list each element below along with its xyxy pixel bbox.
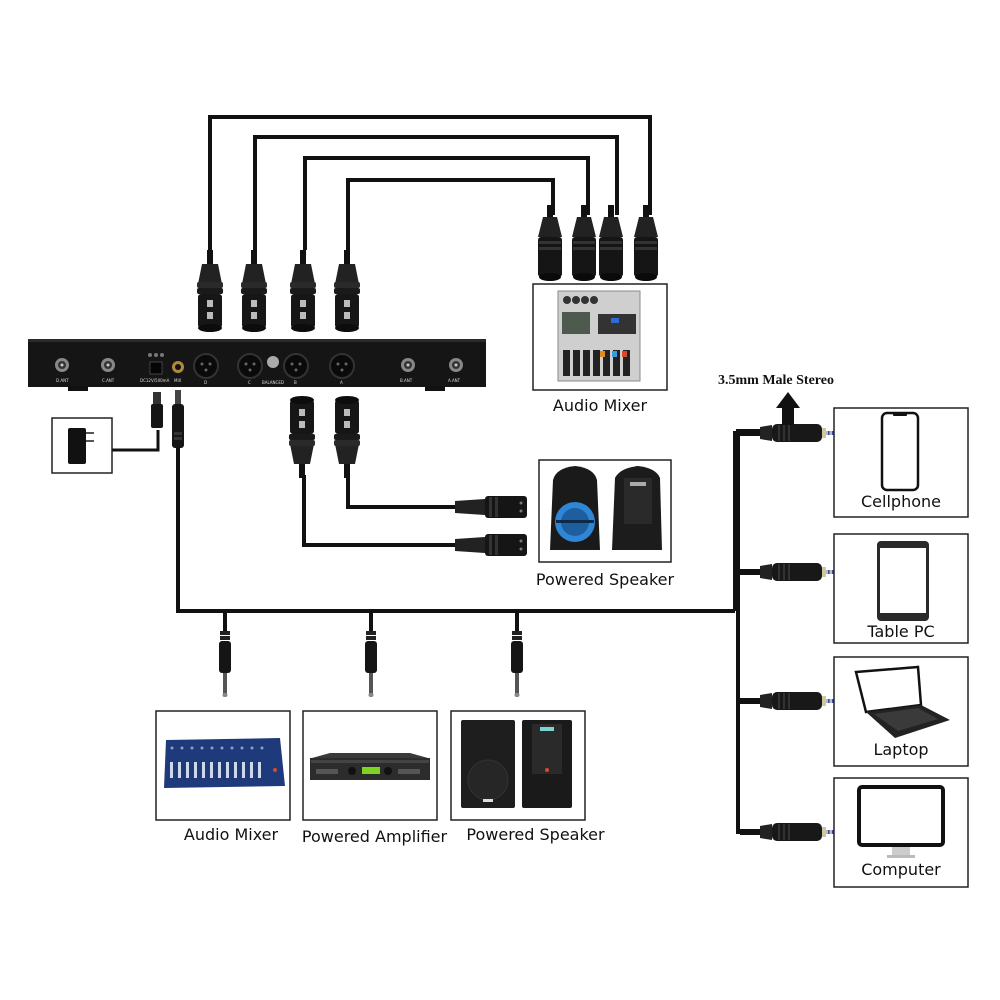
mix-output-jack (172, 361, 184, 373)
label-computer: Computer (861, 860, 941, 879)
xlr-female-connector-a-down (334, 396, 360, 478)
jack-to-audio-mixer (219, 613, 231, 697)
label-audio-mixer-top: Audio Mixer (552, 396, 648, 415)
panel-label: D (204, 380, 207, 385)
device-cellphone (833, 407, 969, 518)
label-powered-speaker-bottom: Powered Speaker (466, 825, 605, 844)
antenna-connector-a (449, 358, 463, 372)
xlr-cable-a-to-mixer (346, 178, 555, 250)
xlr-output-b (283, 353, 309, 379)
panel-label: C (248, 380, 251, 385)
xlr-output-a (329, 353, 355, 379)
panel-label: DC12V/500mA (140, 378, 170, 383)
xlr-cable-d-to-mixer (208, 115, 652, 250)
panel-label: MIX (174, 378, 182, 383)
xlr-female-connector-b-down (289, 396, 315, 478)
xlr-female-connector-d (197, 250, 223, 332)
panel-label: A (340, 380, 343, 385)
xlr-female-connector-b (290, 250, 316, 332)
label-laptop: Laptop (873, 740, 929, 759)
xlr-male-connector-speaker-2 (455, 534, 527, 556)
receiver-rear-panel: D.ANT C.ANT DC12V/500mA MIX D C BALANCED… (28, 339, 486, 391)
panel-label: B.ANT (400, 378, 413, 383)
device-laptop (833, 656, 969, 767)
xlr-female-connector-a (334, 250, 360, 332)
antenna-connector-b (401, 358, 415, 372)
panel-label: BALANCED (262, 380, 284, 385)
panel-label: D.ANT (56, 378, 69, 383)
jack-35-computer (740, 823, 836, 841)
label-audio-mixer-bottom: Audio Mixer (183, 825, 279, 844)
label-powered-amplifier: Powered Amplifier (301, 827, 448, 846)
xlr-male-connector-speaker-1 (455, 496, 527, 518)
label-tablet: Table PC (867, 622, 935, 641)
xlr-cable-b-to-mixer (303, 156, 590, 250)
panel-label: C.ANT (102, 378, 115, 383)
xlr-male-connector-4 (634, 205, 658, 281)
xlr-cable-to-speaker-2 (302, 475, 455, 547)
mix-output-cable (172, 390, 740, 834)
jack-to-powered-amplifier (365, 613, 377, 697)
jack-35-cellphone (740, 424, 836, 442)
label-cellphone: Cellphone (861, 492, 941, 511)
antenna-connector-c (101, 358, 115, 372)
xlr-output-d (193, 353, 219, 379)
label-powered-speaker-top: Powered Speaker (535, 570, 675, 589)
xlr-male-connector-2 (572, 205, 596, 281)
jack-type-annotation: 3.5mm Male Stereo (718, 373, 834, 388)
jack-to-powered-speaker (511, 613, 523, 697)
device-powered-speaker-top (538, 459, 672, 563)
xlr-male-connector-3 (599, 205, 623, 281)
jack-35-tablet (740, 563, 836, 581)
device-audio-mixer-top (532, 283, 668, 391)
power-adapter (51, 392, 163, 474)
xlr-male-connector-1 (538, 205, 562, 281)
panel-label: B (294, 380, 297, 385)
dc-power-jack (148, 353, 164, 375)
xlr-cable-to-speaker-1 (346, 475, 455, 509)
arrow-up-icon (776, 392, 800, 425)
xlr-cable-c-to-mixer (253, 135, 619, 250)
device-powered-amplifier (302, 710, 438, 821)
device-tablet (833, 533, 969, 644)
device-computer (833, 777, 969, 888)
device-powered-speaker-bottom (450, 710, 586, 821)
jack-35-laptop (740, 692, 836, 710)
dc-plug (151, 392, 163, 428)
antenna-connector-d (55, 358, 69, 372)
xlr-output-c (237, 353, 263, 379)
ground-screw (267, 356, 279, 368)
xlr-female-connector-c (241, 250, 267, 332)
panel-label: A.ANT (448, 378, 461, 383)
device-audio-mixer-bottom (155, 710, 291, 821)
